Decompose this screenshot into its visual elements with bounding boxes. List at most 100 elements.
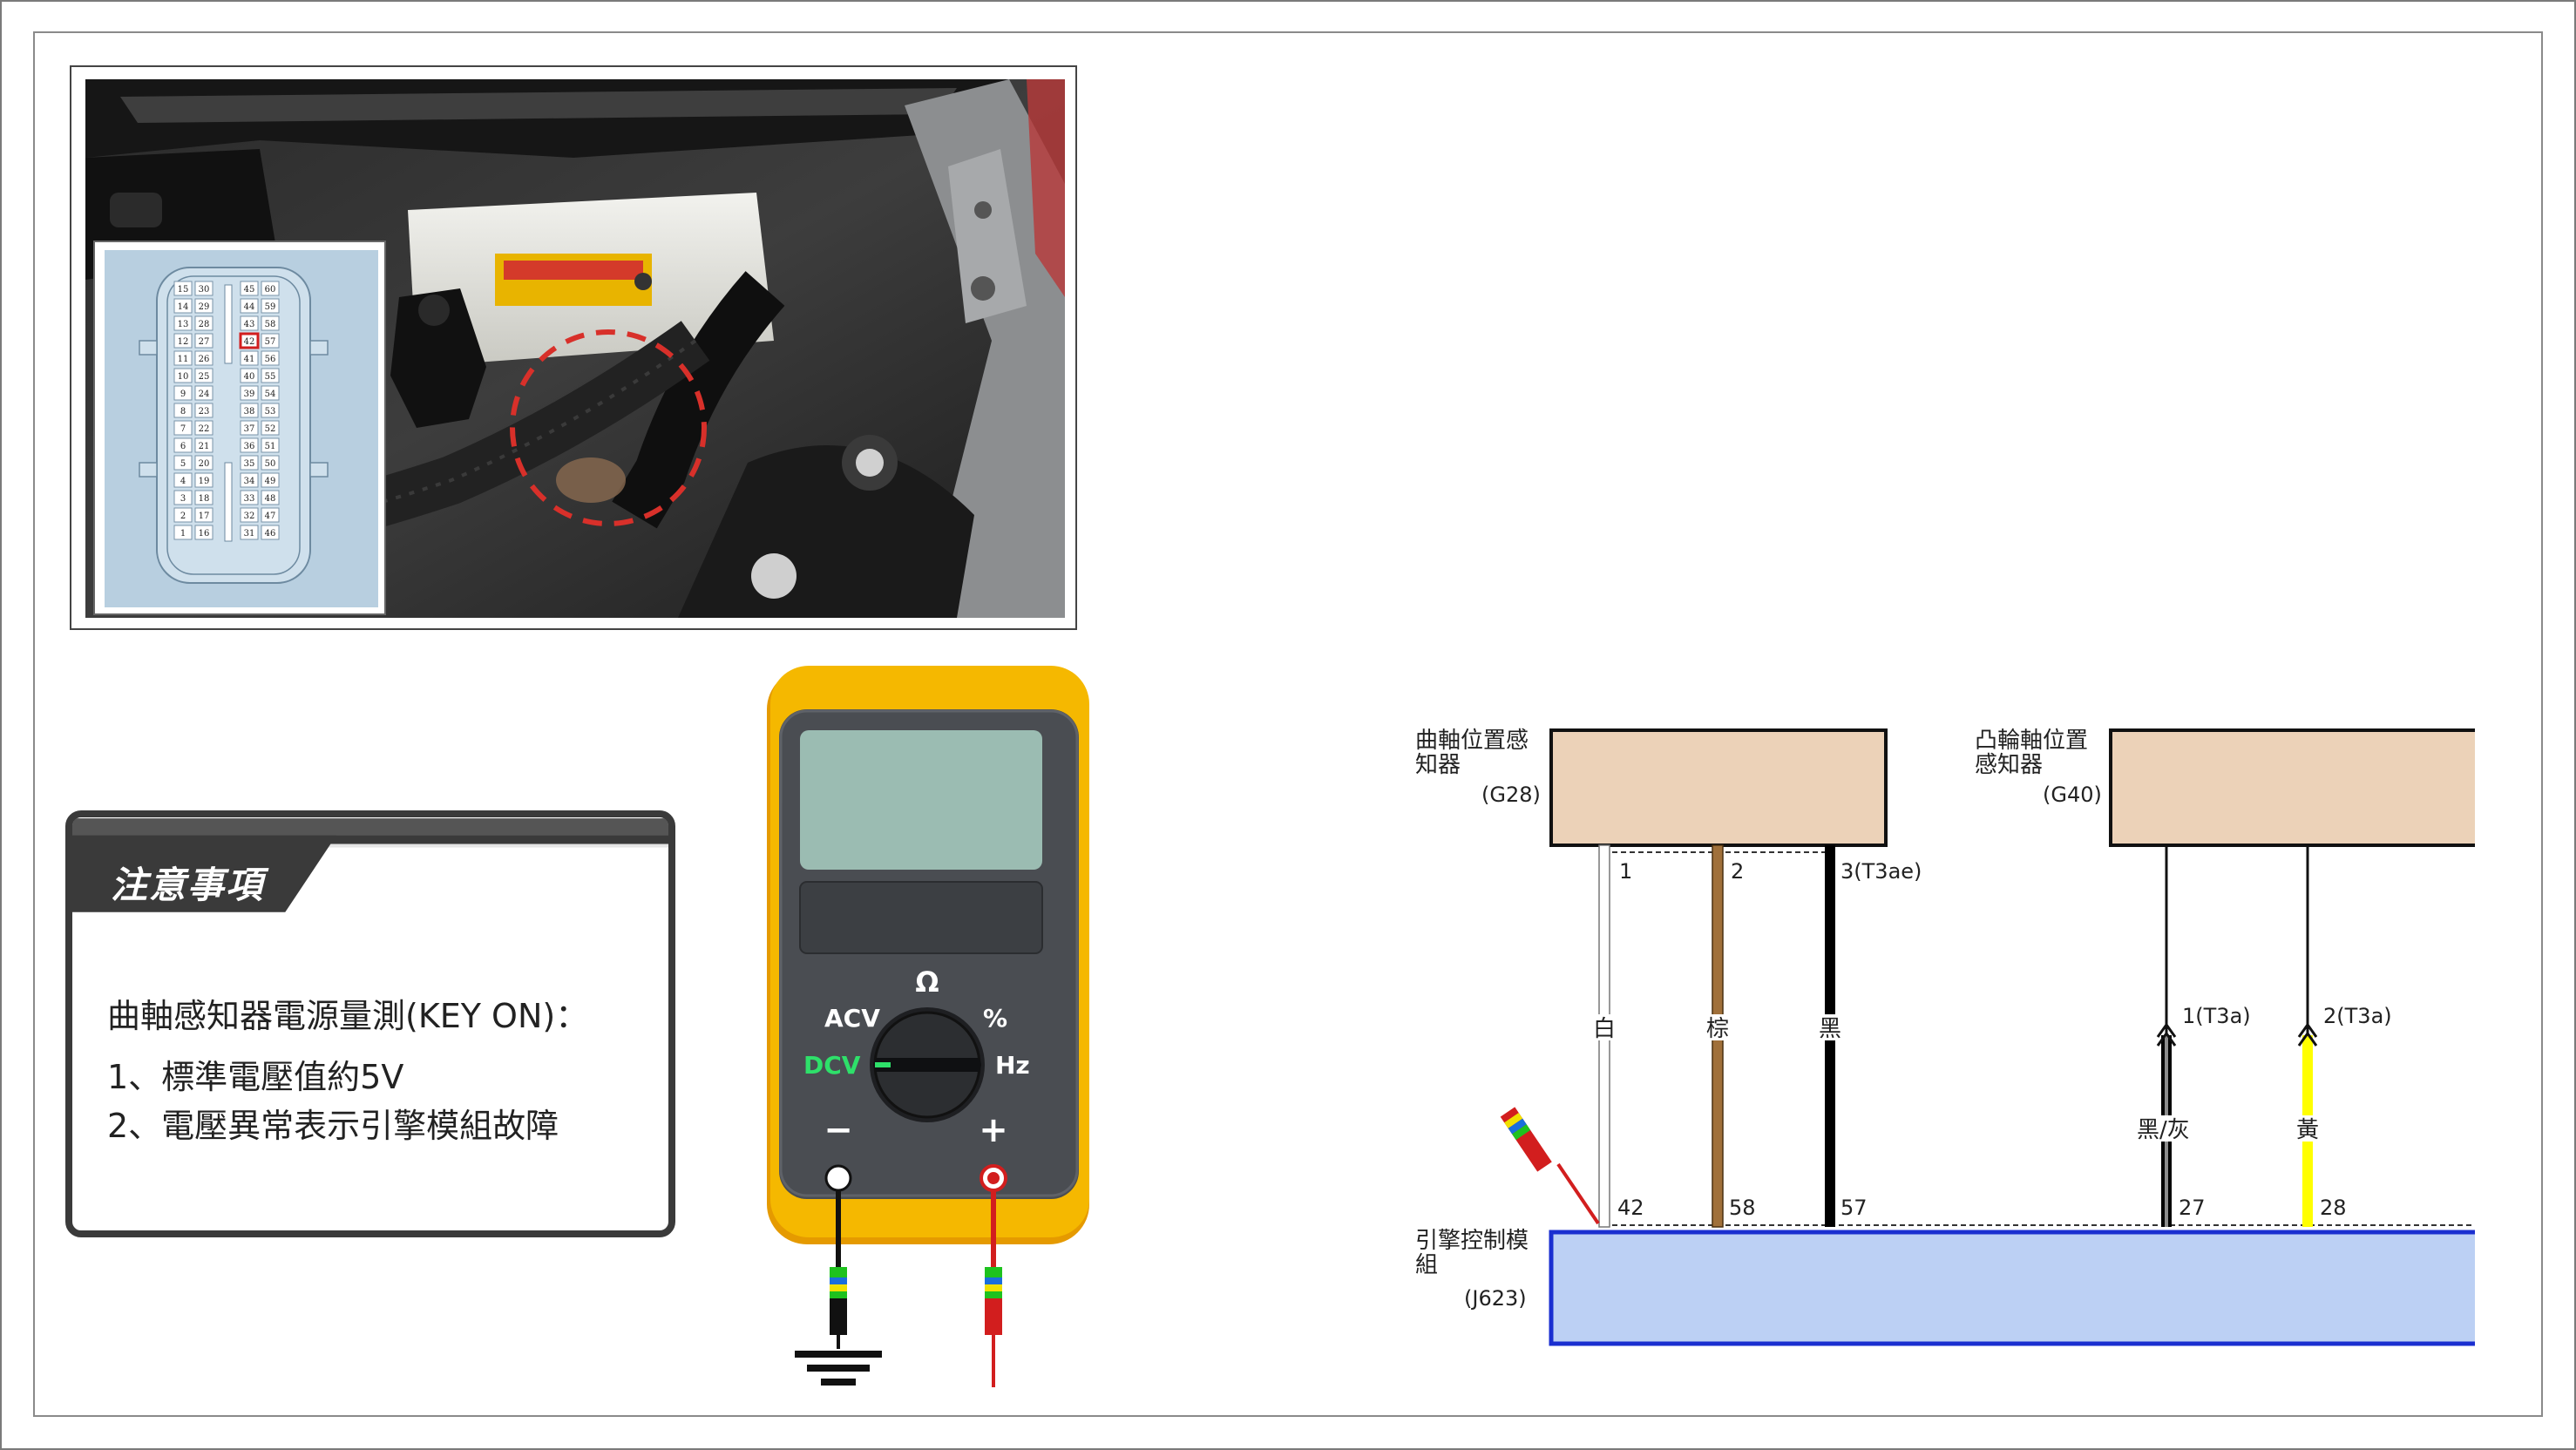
ecm-pin-27: 27 [2179, 1196, 2206, 1220]
connector-pin-label: 37 [244, 424, 255, 434]
meter-label-plus: + [979, 1110, 1008, 1150]
crank-sensor-code: (G28) [1481, 783, 1541, 807]
connector-pin [173, 455, 193, 471]
connector-pin [261, 455, 280, 471]
connector-pin-label: 30 [199, 285, 210, 295]
connector-pin-label: 53 [265, 407, 276, 417]
connector-pin [261, 490, 280, 505]
connector-pin-label: 21 [199, 442, 210, 451]
connector-pin [240, 455, 259, 471]
ecm-pin-42: 42 [1617, 1196, 1644, 1220]
connector-pin-label: 33 [244, 494, 255, 504]
crank-pin-2: 2 [1731, 859, 1744, 884]
connector-pin-label: 48 [265, 494, 276, 504]
connector-pin [240, 420, 259, 436]
notice-heading: 曲軸感知器電源量測(KEY ON)： [107, 997, 589, 1035]
cam-pin-2: 2(T3a) [2323, 1004, 2392, 1028]
black-test-lead[interactable] [795, 1190, 882, 1386]
inner-frame [33, 31, 2543, 1417]
connector-pin [261, 420, 280, 436]
connector-pin [173, 368, 193, 383]
connector-pin-label: 60 [265, 285, 276, 295]
connector-pin [194, 472, 214, 488]
connector-pin-label: 29 [199, 302, 210, 312]
meter-com-jack[interactable] [824, 1164, 852, 1192]
connector-pin-label: 11 [178, 355, 189, 364]
connector-pin [240, 281, 259, 296]
connector-pin [194, 420, 214, 436]
connector-pin-label: 13 [178, 320, 189, 329]
connector-pin-label: 27 [199, 337, 210, 347]
connector-pin [240, 298, 259, 314]
connector-pin-label: 18 [199, 494, 210, 504]
connector-pin-label: 22 [199, 424, 210, 434]
connector-pin-label: 26 [199, 355, 210, 364]
connector-pin-label: 2 [180, 512, 186, 521]
connector-pin [173, 315, 193, 331]
connector-pin-label: 6 [180, 442, 186, 451]
connector-pin-label: 17 [199, 512, 210, 521]
notice-item: 1、標準電壓值約5V [107, 1058, 404, 1096]
connector-pin-label: 32 [244, 512, 255, 521]
connector-pin [194, 350, 214, 366]
wire-color-black-gray: 黑/灰 [2137, 1117, 2190, 1143]
connector-pin [240, 472, 259, 488]
notice-title: 注意事項 [111, 864, 265, 906]
connector-pin-label: 7 [180, 424, 186, 434]
connector-pin [173, 437, 193, 453]
connector-pin [240, 490, 259, 505]
connector-pin [173, 281, 193, 296]
meter-rotary-dial[interactable] [870, 1007, 985, 1122]
connector-pin-label: 51 [265, 442, 276, 451]
connector-pin-label: 59 [265, 302, 276, 312]
connector-pin-label: 31 [244, 529, 255, 539]
connector-pin-label: 15 [178, 285, 189, 295]
connector-pin-label: 54 [265, 390, 276, 399]
meter-label-percent: % [983, 1004, 1007, 1033]
connector-pin [261, 281, 280, 296]
connector-pin [240, 507, 259, 523]
connector-pin [173, 507, 193, 523]
connector-pin [173, 490, 193, 505]
cam-sensor-code: (G40) [2043, 783, 2102, 807]
wire-yellow [2297, 845, 2318, 1227]
connector-pin [194, 281, 214, 296]
connector-pin [261, 525, 280, 540]
connector-pin [240, 437, 259, 453]
connector-pin-label: 58 [265, 320, 276, 329]
connector-pin [261, 437, 280, 453]
red-test-lead[interactable] [985, 1190, 1002, 1387]
connector-pin-label: 20 [199, 459, 210, 469]
connector-pin-label: 34 [244, 477, 255, 486]
meter-label-acv: ACV [824, 1004, 880, 1033]
cam-pin-1: 1(T3a) [2182, 1004, 2251, 1028]
ecm-pin-57: 57 [1840, 1196, 1868, 1220]
crank-sensor-name-2: 知器 [1415, 752, 1461, 778]
connector-pin-label: 46 [265, 529, 276, 539]
connector-pin-label: 50 [265, 459, 276, 469]
wiring-diagram: 曲軸位置感 知器 (G28) 凸輪軸位置 感知器 (G40) 1 2 3(T3a… [1415, 728, 2475, 1346]
connector-pin [173, 525, 193, 540]
connector-pin-label: 28 [199, 320, 210, 329]
connector-pin [194, 455, 214, 471]
connector-pin [240, 315, 259, 331]
connector-pin [173, 420, 193, 436]
ecm-name-1: 引擎控制模 [1415, 1228, 1529, 1254]
connector-pin-label: 16 [199, 529, 210, 539]
connector-pin-label: 49 [265, 477, 276, 486]
connector-pin-label: 56 [265, 355, 276, 364]
connector-pin-label: 35 [244, 459, 255, 469]
connector-pin [261, 403, 280, 418]
multimeter: Ω ACV % DCV Hz − + [767, 666, 1089, 1387]
connector-pin-label: 9 [180, 390, 186, 399]
connector-pin-label: 5 [180, 459, 186, 469]
connector-pin [194, 490, 214, 505]
connector-pin-label: 19 [199, 477, 210, 486]
notice-header-band [72, 818, 668, 912]
wire-black-gray [2156, 845, 2177, 1227]
connector-pin [173, 333, 193, 349]
connector-pin-label: 57 [265, 337, 276, 347]
connector-pin [194, 525, 214, 540]
